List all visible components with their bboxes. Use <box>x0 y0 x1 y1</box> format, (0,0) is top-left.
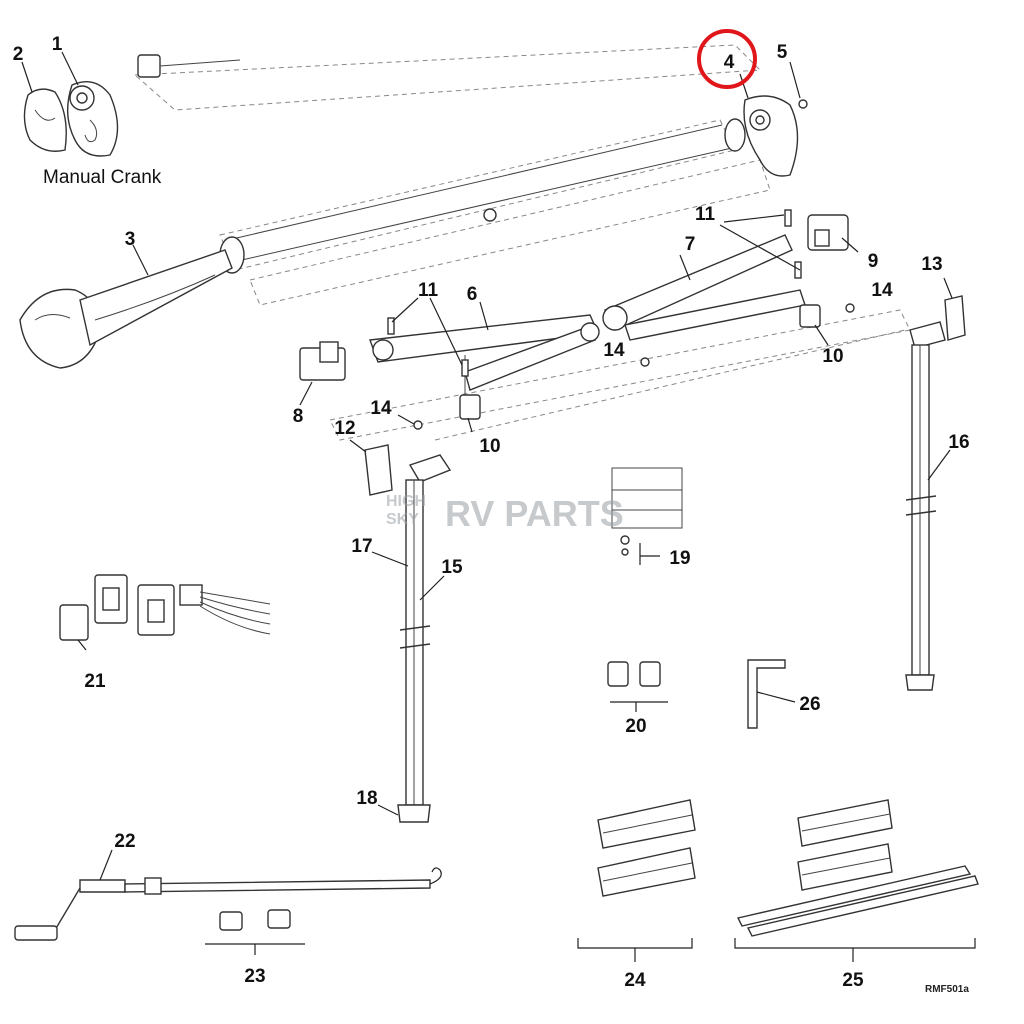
bracket-10-right <box>799 304 821 328</box>
highlight-circle <box>697 29 757 89</box>
foot-18 <box>397 804 431 823</box>
callout-17: 17 <box>351 536 372 557</box>
end-cap-4 <box>743 95 799 177</box>
callout-7: 7 <box>685 234 696 255</box>
callout-6: 6 <box>467 284 478 305</box>
clips-20 <box>607 661 668 712</box>
callout-labels: 2 1 Manual Crank 4 5 3 11 7 9 13 11 6 14… <box>13 34 970 995</box>
callout-25: 25 <box>842 970 864 991</box>
callout-20: 20 <box>625 716 646 737</box>
crank-handle-22 <box>14 849 442 941</box>
callout-1: 1 <box>52 34 63 55</box>
right-end-cap-group <box>739 61 808 177</box>
bracket-12 <box>364 444 393 496</box>
callout-26: 26 <box>799 694 820 715</box>
callout-18: 18 <box>356 788 377 809</box>
manual-crank-group <box>21 51 241 157</box>
callout-14-left: 14 <box>370 398 392 419</box>
callout-14-middle: 14 <box>603 340 625 361</box>
watermark-brand: RV PARTS <box>445 493 624 534</box>
callout-5: 5 <box>777 42 788 63</box>
callout-14-right: 14 <box>871 280 893 301</box>
callout-8: 8 <box>293 406 304 427</box>
watermark-line2: SKY <box>386 511 419 528</box>
rail-kit-24 <box>577 799 696 962</box>
callout-23: 23 <box>244 966 265 987</box>
watermark: HIGH SKY RV PARTS <box>386 493 624 534</box>
callout-22: 22 <box>114 831 135 852</box>
screws-14 <box>397 303 855 430</box>
bracket-13 <box>944 295 966 341</box>
callout-15: 15 <box>441 557 463 578</box>
callout-10-left: 10 <box>479 436 500 457</box>
callout-3: 3 <box>125 229 136 250</box>
clips-23 <box>205 909 305 955</box>
manual-crank-label: Manual Crank <box>43 167 162 188</box>
callout-19: 19 <box>669 548 690 569</box>
left-arm-assembly-3 <box>19 244 233 369</box>
callout-2: 2 <box>13 44 24 65</box>
callout-11-leaders <box>391 214 801 366</box>
switch-assembly-21 <box>59 574 271 651</box>
right-leg-assembly <box>905 277 966 691</box>
allen-key-26 <box>747 659 796 729</box>
screw-5 <box>798 99 808 109</box>
arm-6-assembly <box>299 301 600 433</box>
rail-kit-25 <box>734 799 979 962</box>
callout-11-right: 11 <box>695 204 716 225</box>
hardware-19 <box>611 467 683 565</box>
callout-10-right: 10 <box>822 346 843 367</box>
arm-7-assembly <box>602 209 859 346</box>
callout-24: 24 <box>624 970 646 991</box>
bracket-10-left <box>459 394 481 420</box>
callout-21: 21 <box>84 671 106 692</box>
callout-12: 12 <box>334 418 355 439</box>
callout-11-left: 11 <box>418 280 439 301</box>
watermark-line1: HIGH <box>386 493 426 510</box>
end-cap-2 <box>23 88 67 152</box>
left-leg-assembly <box>349 439 452 823</box>
callout-4: 4 <box>724 52 735 73</box>
roller-tube-assembly <box>133 44 911 441</box>
callout-9: 9 <box>868 251 879 272</box>
drawing-code: RMF501a <box>925 984 969 995</box>
callout-13: 13 <box>921 254 942 275</box>
callout-16: 16 <box>948 432 969 453</box>
